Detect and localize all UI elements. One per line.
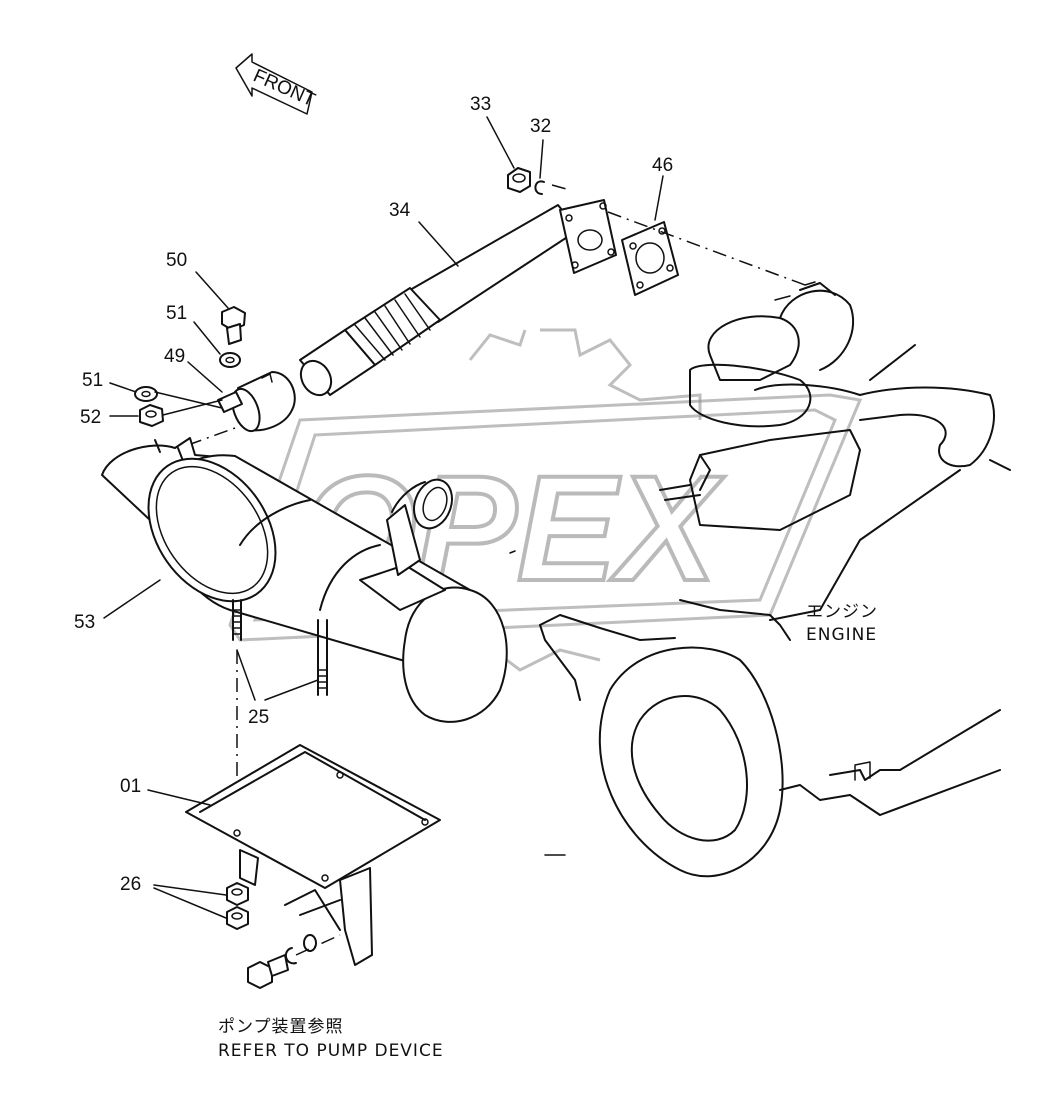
label-51-lower: 51 xyxy=(82,370,103,391)
label-01: 01 xyxy=(120,776,141,797)
pump-note-en: REFER TO PUMP DEVICE xyxy=(218,1041,444,1061)
pump-device-bolt[interactable] xyxy=(247,934,341,989)
assembly-line-46 xyxy=(607,211,806,286)
label-52: 52 xyxy=(80,407,101,428)
part-52-nut[interactable] xyxy=(139,404,164,427)
label-33: 33 xyxy=(470,94,491,115)
engine-label-en: ENGINE xyxy=(806,625,877,645)
part-33-nut[interactable] xyxy=(507,167,531,193)
label-26: 26 xyxy=(120,874,141,895)
label-51-upper: 51 xyxy=(166,303,187,324)
part-50-bolt[interactable] xyxy=(221,306,246,345)
stray-marks xyxy=(509,550,566,856)
part-34-exhaust-pipe[interactable] xyxy=(295,199,617,401)
assembly-line-49 xyxy=(187,427,236,446)
label-25: 25 xyxy=(248,707,269,728)
engine-outline xyxy=(539,281,1011,878)
front-direction-arrow: FRONT xyxy=(235,53,319,115)
label-49: 49 xyxy=(164,346,185,367)
part-46-gasket[interactable] xyxy=(621,221,679,296)
label-53: 53 xyxy=(74,612,95,633)
pump-note-jp: ポンプ装置参照 xyxy=(218,1017,344,1037)
part-51-washer-lower[interactable] xyxy=(134,386,158,402)
leader-lines xyxy=(103,116,664,919)
washer-hole xyxy=(141,390,151,398)
part-labels: 33 32 46 34 50 51 49 51 52 53 25 01 26 xyxy=(74,94,673,895)
label-46: 46 xyxy=(652,155,673,176)
leader-clamp-parts xyxy=(154,391,223,416)
engine-label-jp: エンジン xyxy=(806,602,878,622)
part-53-muffler[interactable] xyxy=(101,435,508,723)
part-51-washer-upper[interactable] xyxy=(219,352,241,368)
part-01-bracket[interactable] xyxy=(185,744,441,966)
front-label: FRONT xyxy=(250,65,319,111)
part-26-nuts[interactable] xyxy=(226,882,249,930)
label-34: 34 xyxy=(389,200,411,221)
washer-hole xyxy=(225,356,235,364)
label-32: 32 xyxy=(530,116,551,137)
part-49-clamp[interactable] xyxy=(217,371,296,435)
part-32-lock-washer[interactable] xyxy=(534,180,545,195)
assembly-line-32 xyxy=(551,184,571,191)
part-25-u-bolts[interactable] xyxy=(232,599,328,696)
label-50: 50 xyxy=(166,250,187,271)
